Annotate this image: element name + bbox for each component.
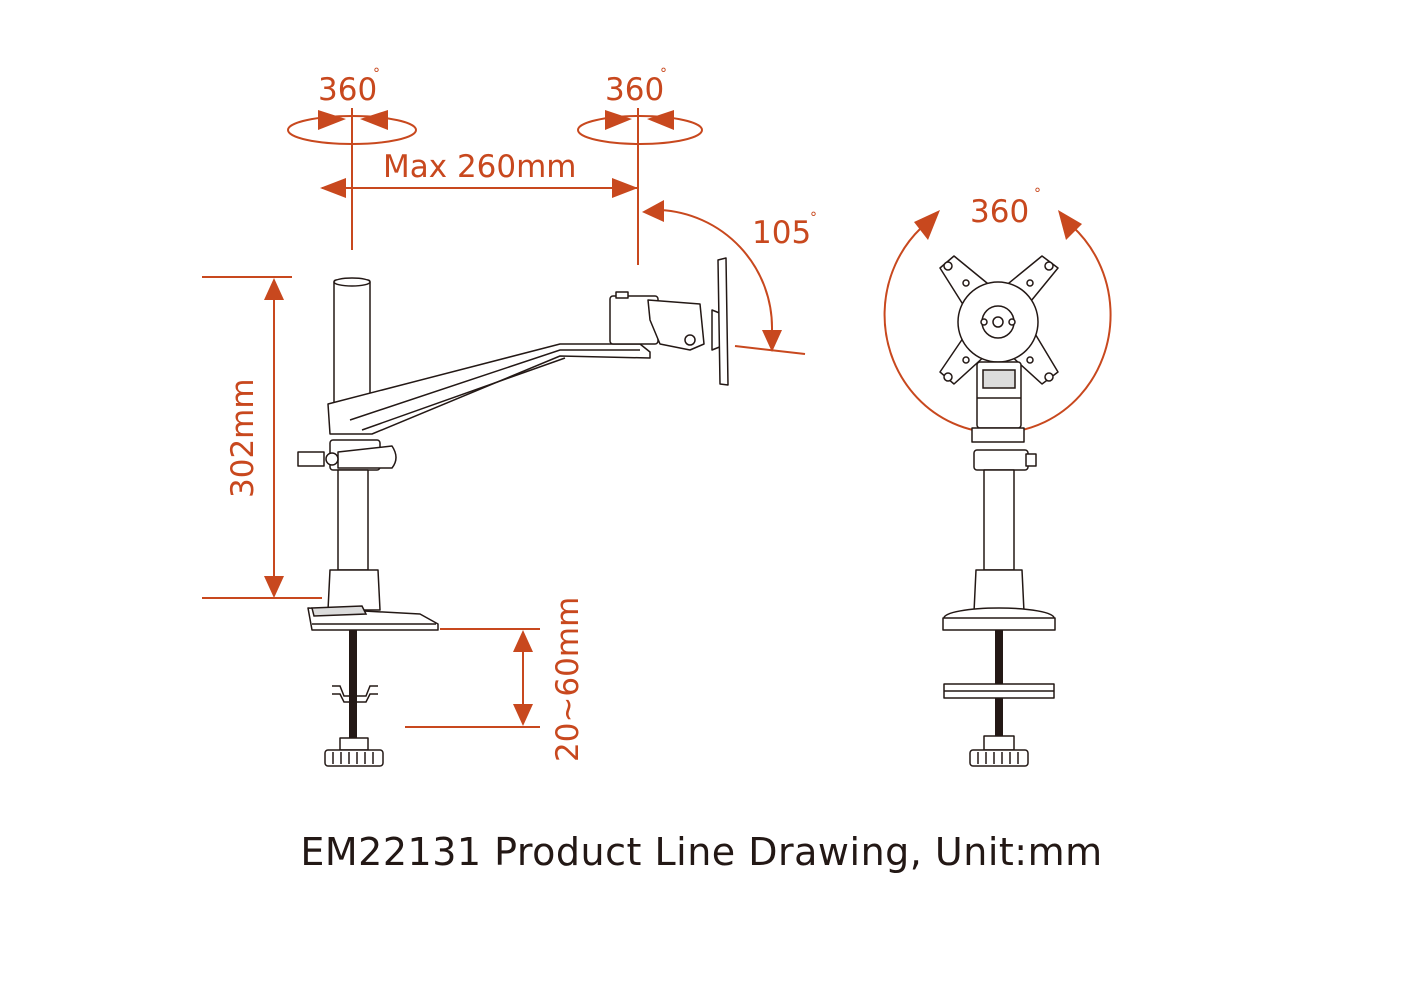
degree-symbol: ° [373, 66, 380, 82]
vesa-hole [1044, 261, 1054, 271]
arm [327, 343, 651, 435]
tilt-reference-line [734, 345, 806, 355]
arrow-down-icon [762, 330, 782, 352]
drawing-caption: EM22131 Product Line Drawing, Unit:mm [300, 830, 1103, 874]
clamp-knob-neck [339, 737, 369, 751]
vesa-center-hole [992, 316, 1004, 328]
arrow-right-icon [605, 110, 632, 130]
front-base-plate-rim [942, 617, 1056, 631]
arrow-left-icon [360, 110, 388, 130]
arrow-left-icon [647, 110, 674, 130]
upper-pole [333, 279, 371, 406]
vesa-hole [943, 372, 953, 382]
degree-symbol: ° [660, 66, 667, 82]
front-threaded-rod [995, 630, 1003, 736]
tilt-arc [659, 209, 774, 331]
vesa-hole [1026, 356, 1034, 364]
vesa-hole [962, 356, 970, 364]
elbow-rotation-ellipse [577, 115, 703, 145]
side-view: 360 ° 360 ° Max 260mm 105 ° [202, 66, 817, 767]
tilt-screw [684, 334, 696, 346]
lower-pole [337, 469, 369, 571]
collar-lever [337, 445, 397, 469]
arm-end [971, 427, 1025, 443]
arm-edge [361, 357, 566, 431]
base-rotation-dimension: 360 ° [287, 66, 417, 250]
front-view-mount [939, 255, 1059, 767]
max-reach-label: Max 260mm [383, 149, 577, 185]
clamp-bracket [332, 685, 378, 697]
knob-grip [332, 752, 374, 764]
arrow-left-icon [320, 178, 346, 198]
front-view: 360 ° [883, 186, 1112, 767]
side-view-mount [297, 257, 729, 767]
desk-thickness-label: 20~60mm [550, 597, 586, 762]
degree-symbol: ° [810, 210, 817, 226]
clamp-knob [324, 749, 384, 767]
front-collar [973, 449, 1029, 471]
elbow-rotation-label: 360 [605, 72, 664, 108]
vesa-screw [1008, 318, 1016, 326]
vesa-hole [962, 279, 970, 287]
base-plate-shade [311, 605, 368, 617]
threaded-rod [349, 630, 357, 738]
degree-symbol: ° [1034, 186, 1041, 202]
desk-thickness-dimension: 20~60mm [405, 597, 586, 762]
front-pole [983, 469, 1015, 571]
front-clamp-knob [969, 749, 1029, 767]
vesa-screw [980, 318, 988, 326]
arrow-up-icon [513, 630, 533, 652]
arrow-down-icon [264, 576, 284, 598]
arrow-up-icon [1058, 210, 1082, 240]
clamp-bracket-edge [332, 693, 378, 703]
arrow-left-icon [642, 200, 664, 222]
front-base-cup [973, 569, 1025, 613]
collar-handle [297, 451, 325, 467]
arrow-up-icon [914, 210, 940, 240]
tilt-block-shade [982, 369, 1016, 389]
height-dimension: 302mm [202, 276, 322, 599]
arrow-down-icon [513, 704, 533, 726]
vesa-hole [1026, 279, 1034, 287]
pole-cap [333, 277, 371, 287]
front-knob-neck [983, 735, 1015, 751]
height-label: 302mm [225, 378, 261, 498]
arrow-up-icon [264, 278, 284, 300]
vesa-hole [1044, 372, 1054, 382]
tilt-dimension: 105 ° [642, 200, 817, 355]
vesa-hole [943, 261, 953, 271]
elbow-knob [615, 291, 629, 299]
arm-edge [349, 349, 640, 421]
base-rotation-label: 360 [318, 72, 377, 108]
max-reach-dimension: Max 260mm [320, 149, 638, 198]
vesa-plate [717, 257, 729, 386]
arrow-right-icon [318, 110, 346, 130]
knob-grip [977, 752, 1019, 764]
elbow-rotation-dimension: 360 ° [577, 66, 703, 265]
vesa-rotation-label: 360 [970, 194, 1029, 230]
arrow-right-icon [612, 178, 638, 198]
collar-knob [325, 452, 339, 466]
tilt-label: 105 [752, 215, 811, 251]
front-collar-knob [1025, 453, 1037, 467]
base-cup [327, 569, 381, 611]
